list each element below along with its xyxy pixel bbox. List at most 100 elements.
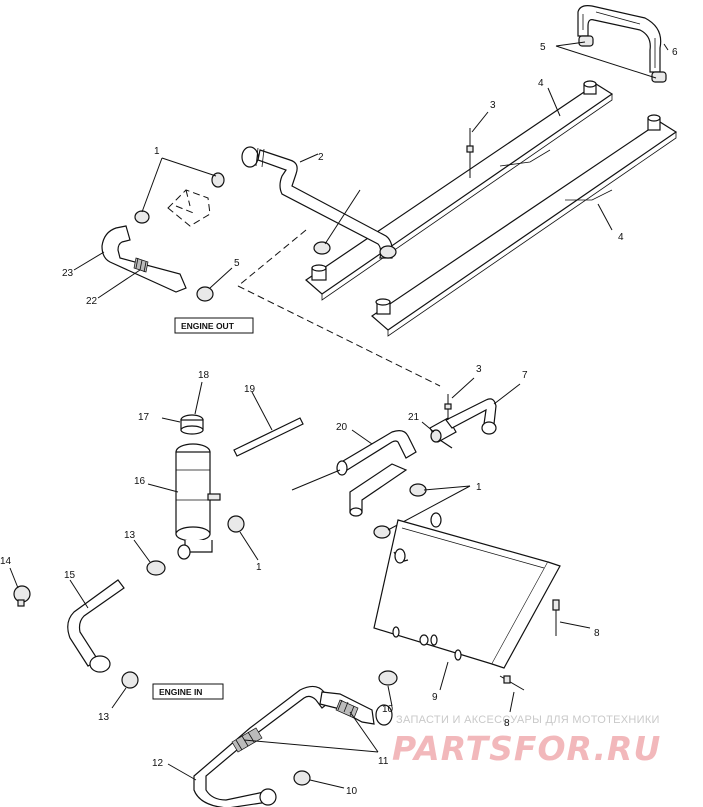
leader-4b xyxy=(597,203,613,231)
callout-21: 21 xyxy=(408,412,420,423)
leader-10b xyxy=(309,779,345,789)
leader-1-mid xyxy=(239,531,259,561)
coolant-reservoir-16 xyxy=(175,443,221,560)
hose-23 xyxy=(101,225,187,293)
callout-5-left: 5 xyxy=(234,258,240,269)
callout-7: 7 xyxy=(522,370,528,381)
leader-11 xyxy=(243,711,379,753)
leader-12 xyxy=(167,763,197,781)
clamp-13-low xyxy=(121,671,139,689)
hose-6 xyxy=(577,5,662,73)
callout-18: 18 xyxy=(198,370,210,381)
leader-18 xyxy=(194,381,203,415)
callout-12: 12 xyxy=(152,758,164,769)
callout-4-lower: 4 xyxy=(618,232,624,243)
callout-9: 9 xyxy=(432,692,438,703)
clamp-14 xyxy=(13,585,31,607)
dashed-connection xyxy=(237,229,441,387)
leader-20 xyxy=(351,429,373,445)
fitting-dashed xyxy=(167,189,211,227)
leader-22 xyxy=(97,269,141,299)
leader-17 xyxy=(161,417,181,423)
guide-line-mid xyxy=(291,469,341,491)
leader-6 xyxy=(663,43,669,51)
leader-21 xyxy=(421,421,435,433)
callout-2: 2 xyxy=(318,152,324,163)
leader-23 xyxy=(73,251,105,271)
hose-7 xyxy=(445,398,497,435)
callout-22: 22 xyxy=(86,296,98,307)
hose-15 xyxy=(67,579,125,673)
engine-out-label-box xyxy=(174,317,254,334)
callout-16: 16 xyxy=(134,476,146,487)
callout-1-mid: 1 xyxy=(256,562,262,573)
leader-7 xyxy=(493,383,521,405)
leader-5-top xyxy=(555,41,657,79)
callout-11: 11 xyxy=(378,756,389,767)
callout-5-top: 5 xyxy=(540,42,546,53)
clamp-near-rail xyxy=(313,241,397,259)
callout-13-low: 13 xyxy=(98,712,110,723)
watermark-logo: PARTSFOR.RU xyxy=(392,729,661,768)
engine-in-label: ENGINE IN xyxy=(159,687,202,697)
leader-5b xyxy=(209,267,233,289)
hose-2 xyxy=(241,146,393,259)
leader-9 xyxy=(439,661,449,691)
clamp-10-lower xyxy=(293,770,311,786)
leader-3b xyxy=(451,377,475,399)
clamp-1-right-a xyxy=(409,483,427,497)
hose-lower-mid xyxy=(349,463,408,517)
callout-19: 19 xyxy=(244,384,256,395)
callout-6: 6 xyxy=(672,47,678,58)
leader-8a xyxy=(559,621,591,629)
clamp-1-top-a xyxy=(211,172,225,188)
hose-20 xyxy=(336,430,417,476)
callout-3-mid: 3 xyxy=(476,364,482,375)
callout-13-mid: 13 xyxy=(124,530,136,541)
bolt-8-right xyxy=(552,599,560,636)
watermark: ЗАПАСТИ И АКСЕССУАРЫ ДЛЯ МОТОТЕХНИКИ PAR… xyxy=(392,714,661,768)
hose-11 xyxy=(319,691,393,726)
clamp-10-upper xyxy=(378,670,398,686)
callout-23: 23 xyxy=(62,268,74,279)
callout-3-top: 3 xyxy=(490,100,496,111)
tube-19 xyxy=(233,417,304,457)
clamp-1-mid xyxy=(227,515,245,533)
callout-10-lower: 10 xyxy=(346,786,358,797)
leader-4a xyxy=(547,87,561,117)
callout-8-lower: 8 xyxy=(504,718,510,729)
callout-1-top: 1 xyxy=(154,146,160,157)
watermark-tagline: ЗАПАСТИ И АКСЕССУАРЫ ДЛЯ МОТОТЕХНИКИ xyxy=(396,714,660,726)
hose-12 xyxy=(193,685,333,807)
bolt-8-lower xyxy=(499,675,525,691)
callout-1-right: 1 xyxy=(476,482,482,493)
leader-14 xyxy=(9,567,19,589)
clamp-5-top-left xyxy=(578,35,594,47)
clamp-1-right-b xyxy=(373,525,391,539)
clamp-1-top-b xyxy=(134,210,150,224)
callout-17: 17 xyxy=(138,412,150,423)
bottle-cap-17 xyxy=(180,414,204,435)
leader-16 xyxy=(147,483,179,493)
bolt-3-top xyxy=(466,128,474,178)
leader-19 xyxy=(251,391,273,431)
leader-15 xyxy=(69,579,89,609)
engine-in-label-box xyxy=(152,683,224,700)
heat-exchanger-rail-lower xyxy=(371,114,678,337)
leader-10a xyxy=(387,685,393,707)
clamp-5-left xyxy=(196,286,214,302)
callout-10-upper: 10 xyxy=(382,704,394,715)
callout-8-right: 8 xyxy=(594,628,600,639)
engine-out-label: ENGINE OUT xyxy=(181,321,235,331)
leader-8b xyxy=(509,691,515,713)
leader-3a xyxy=(471,111,489,133)
leader-1-top xyxy=(141,157,217,213)
leader-13a xyxy=(133,539,151,563)
clamp-13-mid xyxy=(146,560,166,576)
bolt-3-mid xyxy=(444,394,452,420)
leader-2 xyxy=(299,153,319,163)
callout-4-upper: 4 xyxy=(538,78,544,89)
leader-rail-clamp xyxy=(324,189,361,245)
callout-20: 20 xyxy=(336,422,348,433)
